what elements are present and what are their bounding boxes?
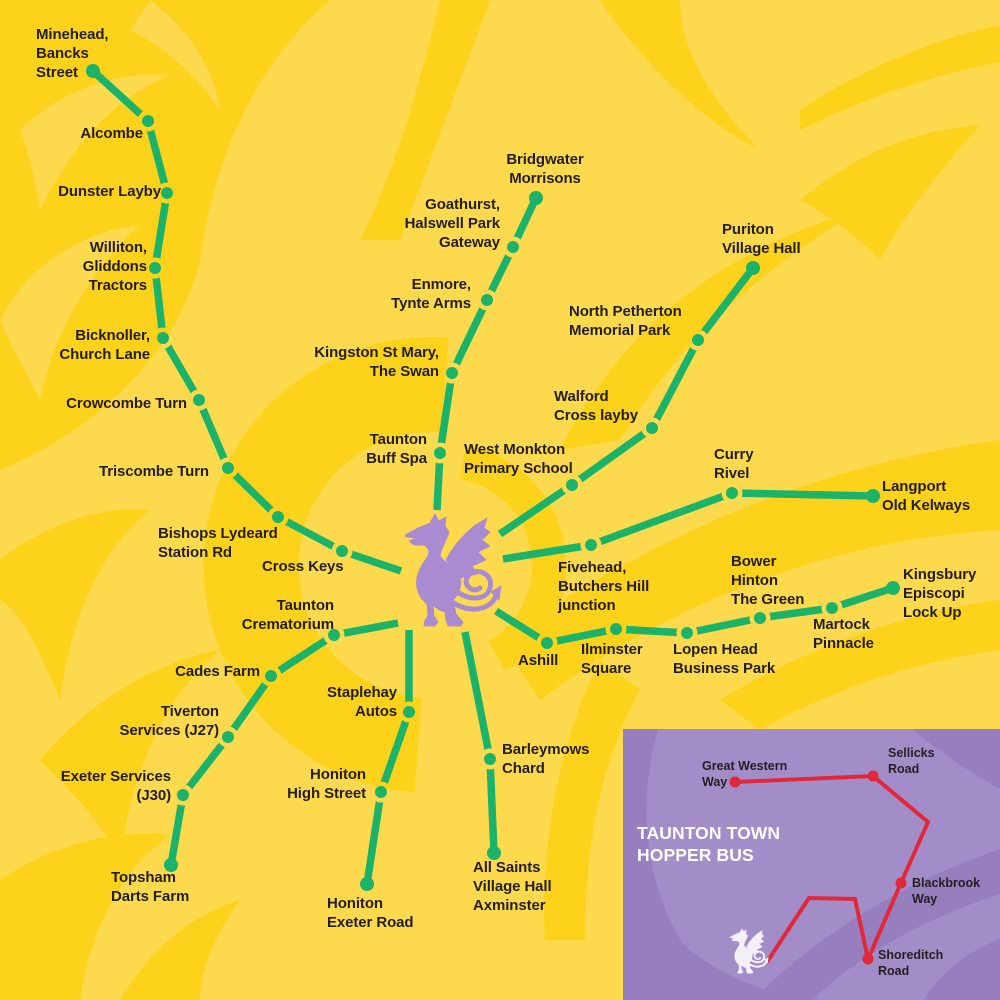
- station-label-williton: Williton, Gliddons Tractors: [82, 239, 147, 294]
- station-dot: [754, 612, 766, 624]
- station-label-bridgwater: Bridgwater Morrisons: [506, 151, 584, 187]
- station-dot: [177, 789, 189, 801]
- station-label-staplehay: Staplehay Autos: [327, 684, 397, 720]
- hopper-title: TAUNTON TOWN HOPPER BUS: [637, 823, 781, 865]
- station-label-west-monkton: West Monkton Primary School: [464, 441, 573, 477]
- station-dot: [336, 545, 348, 557]
- station-label-kingsbury-episcopi: Kingsbury Episcopi Lock Up: [903, 566, 977, 621]
- station-label-fivehead: Fivehead, Butchers Hill junction: [558, 559, 650, 614]
- station-label-puriton: Puriton Village Hall: [722, 221, 801, 257]
- station-label-enmore: Enmore, Tynte Arms: [391, 276, 471, 312]
- route-line-axminster: [461, 631, 498, 854]
- station-dot: [610, 623, 622, 635]
- station-label-langport: Langport Old Kelways: [882, 478, 971, 514]
- terminus-dot: [886, 581, 900, 595]
- station-dot: [541, 637, 553, 649]
- station-dot: [222, 731, 234, 743]
- station-label-triscombe-turn: Triscombe Turn: [98, 463, 209, 480]
- station-label-north-petherton: North Petherton Memorial Park: [569, 303, 682, 339]
- station-dot: [585, 539, 597, 551]
- station-label-curry-rivel: Curry Rivel: [714, 446, 754, 482]
- hopper-dragon-icon: [728, 927, 770, 975]
- station-dot: [161, 187, 173, 199]
- station-label-barleymows: Barleymows Chard: [502, 741, 590, 777]
- route-line-bridgwater: [433, 196, 540, 511]
- hopper-background-swooshes: [623, 729, 1000, 1000]
- route-line-langport: [502, 489, 874, 563]
- route-line-honiton: [363, 630, 413, 885]
- station-dot: [726, 487, 738, 499]
- terminus-dot: [164, 858, 178, 872]
- terminus-dot: [529, 191, 543, 205]
- station-label-alcombe: Alcombe: [80, 125, 143, 142]
- station-label-topsham: Topsham Darts Farm: [111, 869, 190, 905]
- station-dot: [826, 602, 838, 614]
- terminus-dot: [487, 846, 501, 860]
- dragon-emblem-icon: [405, 514, 501, 626]
- hopper-route-line: [734, 773, 931, 966]
- station-dot: [149, 262, 161, 274]
- hopper-stop-dots: [729, 770, 907, 965]
- hopper-stop-dot: [895, 877, 907, 889]
- station-label-kingston-st-mary: Kingston St Mary, The Swan: [314, 344, 439, 380]
- hopper-stop-dot: [729, 776, 741, 788]
- hopper-bus-inset: TAUNTON TOWN HOPPER BUS Great Western Wa…: [623, 729, 1000, 1000]
- station-dot: [646, 422, 658, 434]
- hopper-stop-dot: [867, 770, 879, 782]
- station-dot: [403, 706, 415, 718]
- station-label-minehead: Minehead, Bancks Street: [36, 26, 109, 81]
- station-dot: [142, 115, 154, 127]
- station-label-ilminster: Ilminster Square: [581, 641, 643, 677]
- station-label-all-saints: All Saints Village Hall Axminster: [473, 859, 552, 914]
- station-label-taunton-buff-spa: Taunton Buff Spa: [366, 431, 427, 467]
- route-line-topsham: [167, 619, 399, 866]
- route-line-minehead: [90, 68, 403, 575]
- hopper-stop-label-shoreditch-road: Shoreditch Road: [878, 948, 944, 978]
- station-label-tiverton-services: Tiverton Services (J27): [119, 703, 219, 739]
- station-label-taunton-crematorium: Taunton Crematorium: [241, 597, 334, 633]
- station-label-martock: Martock Pinnacle: [813, 616, 874, 652]
- station-label-bower-hinton: Bower Hinton The Green: [731, 553, 805, 608]
- station-label-cross-keys: Cross Keys: [262, 558, 344, 575]
- station-dot: [507, 241, 519, 253]
- station-label-exeter-services: Exeter Services (J30): [60, 768, 171, 804]
- hopper-stop-label-blackbrook-way: Blackbrook Way: [912, 876, 981, 906]
- station-label-lopen-head: Lopen Head Business Park: [673, 641, 776, 677]
- terminus-dot: [360, 877, 374, 891]
- background-light-leaves: [0, 0, 220, 400]
- hopper-stop-dot: [862, 953, 874, 965]
- hopper-canvas: [623, 729, 1000, 1000]
- station-label-goathurst: Goathurst, Halswell Park Gateway: [404, 196, 501, 251]
- station-dot: [265, 670, 277, 682]
- station-dot: [328, 629, 340, 641]
- terminus-dot: [746, 261, 760, 275]
- station-label-crowcombe-turn: Crowcombe Turn: [66, 395, 187, 412]
- station-dot: [481, 294, 493, 306]
- station-dot: [157, 332, 169, 344]
- station-label-cades-farm: Cades Farm: [175, 663, 260, 680]
- station-dot: [692, 334, 704, 346]
- station-label-honiton-high-street: Honiton High Street: [287, 766, 366, 802]
- hopper-stop-label-great-western-way: Great Western Way: [702, 759, 788, 789]
- station-dot: [222, 462, 234, 474]
- station-label-honiton-exeter-road: Honiton Exeter Road: [327, 895, 414, 931]
- station-dot: [193, 394, 205, 406]
- station-dot: [566, 479, 578, 491]
- station-dot: [434, 447, 446, 459]
- hopper-stop-label-sellicks-road: Sellicks Road: [888, 746, 935, 776]
- station-label-dunster-layby: Dunster Layby: [58, 183, 161, 200]
- station-label-walford: Walford Cross layby: [554, 388, 638, 424]
- station-dot: [484, 753, 496, 765]
- station-dots: [86, 64, 900, 891]
- station-dot: [272, 511, 284, 523]
- station-label-bishops-lydeard: Bishops Lydeard Station Rd: [158, 525, 278, 561]
- station-label-bicknoller: Bicknoller, Church Lane: [59, 327, 150, 363]
- terminus-dot: [86, 64, 100, 78]
- station-dot: [681, 627, 693, 639]
- station-label-ashill: Ashill: [518, 652, 559, 669]
- station-dot: [446, 367, 458, 379]
- terminus-dot: [866, 489, 880, 503]
- station-dot: [375, 786, 387, 798]
